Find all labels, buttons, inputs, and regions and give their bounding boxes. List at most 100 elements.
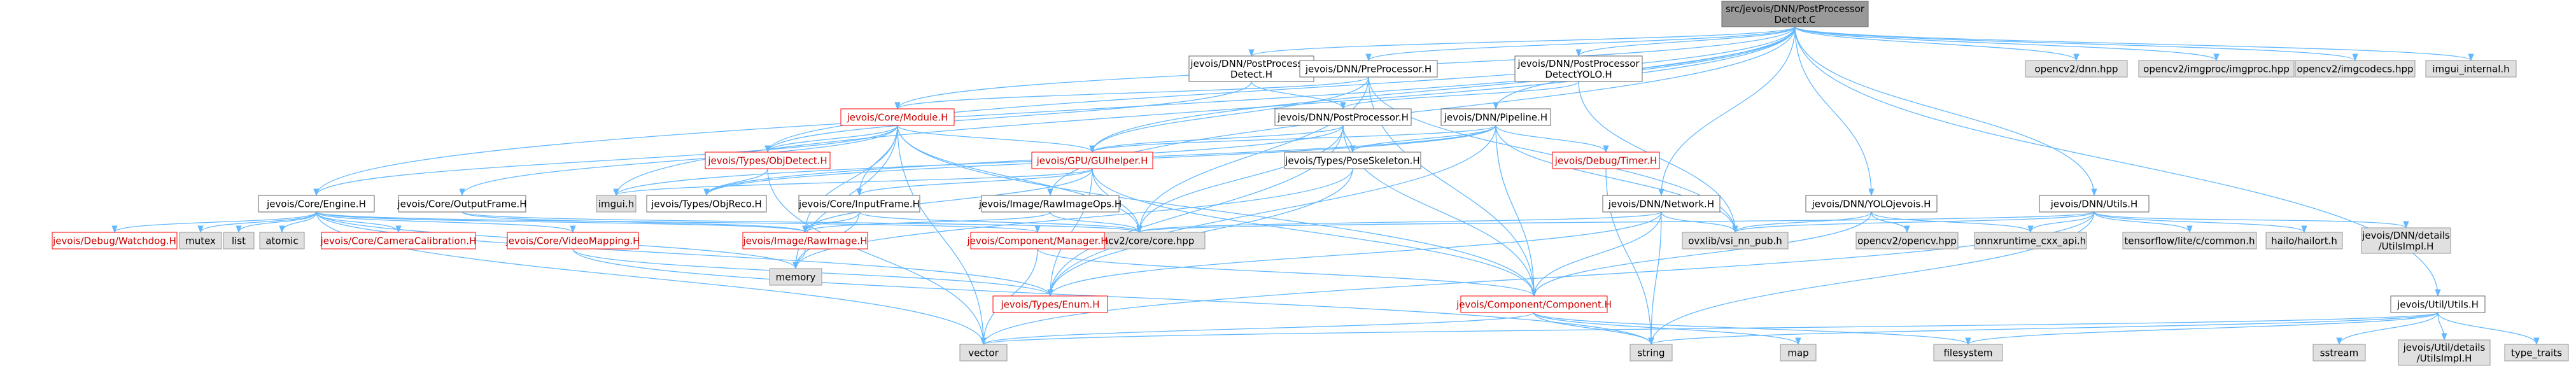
node-label-mutex: mutex [185,236,216,247]
edge-dnnutils-to-onnxapi [2027,211,2095,234]
node-label-preproc: jevois/DNN/PreProcessor.H [1305,64,1432,75]
edge-network-to-component [1531,211,1662,297]
node-utilutils[interactable]: jevois/Util/Utils.H [2390,295,2486,313]
node-label-inframe: jevois/Core/InputFrame.H [798,199,920,210]
node-box-guihelper [1031,151,1153,169]
node-box-watchdog [52,232,178,250]
node-memory: memory [769,268,822,286]
node-label-imgui: imgui.h [598,199,634,210]
node-box-tflite [2122,232,2257,250]
node-label-camcal: jevois/Core/CameraCalibration.H [320,236,477,247]
node-label-typetraits: type_traits [2511,348,2562,360]
node-box-typetraits [2504,344,2569,362]
node-component[interactable]: jevois/Component/Component.H [1456,295,1612,313]
node-box-utilutils [2390,295,2486,313]
edge-objdetect-to-vector [767,168,987,346]
node-label-utilimpl-line1: jevois/Util/details [2403,342,2486,353]
node-poseskel[interactable]: jevois/Types/PoseSkeleton.H [1284,151,1421,169]
edge-yolojevois-to-onnxapi [1871,211,2034,234]
edge-outframe-to-rawimage [461,211,808,234]
node-label-cvimgproc: opencv2/imgproc/imgproc.hpp [2143,64,2290,75]
node-enum[interactable]: jevois/Types/Enum.H [992,295,1108,313]
node-label-timer: jevois/Debug/Timer.H [1554,155,1657,167]
node-objdetect[interactable]: jevois/Types/ObjDetect.H [705,151,831,169]
edge-root-to-ppyolo [1575,26,1796,57]
edge-engine-to-videomap [316,211,576,234]
node-box-network [1602,195,1721,213]
edge-guihelper-to-rawimage [802,168,1093,234]
node-preproc[interactable]: jevois/DNN/PreProcessor.H [1299,60,1438,78]
edge-network-to-ovxlib [1661,211,1738,234]
node-label-ppdetecth-line2: Detect.H [1230,69,1272,80]
node-label-root-line2: Detect.C [1774,14,1815,25]
edge-root-to-network [1658,26,1796,197]
node-label-hailort: hailo/hailort.h [2271,236,2337,247]
node-postproc[interactable]: jevois/DNN/PostProcessor.H [1274,108,1412,126]
edge-dnnutils-to-tflite [2094,211,2193,234]
node-box-memory [769,268,822,286]
edge-pipeline-to-enum [1047,125,1496,297]
edge-root-to-cvimgproc [1794,26,2220,62]
edge-pipeline-to-ovxlib [1495,125,1738,234]
node-box-filesystem [1933,344,2003,362]
edge-rawimage-to-memory [792,248,806,270]
node-inframe[interactable]: jevois/Core/InputFrame.H [798,195,920,213]
node-label-cvdnn: opencv2/dnn.hpp [2034,64,2118,75]
node-label-yolojevois: jevois/DNN/YOLOjevois.H [1812,199,1931,210]
node-network[interactable]: jevois/DNN/Network.H [1602,195,1721,213]
node-map: map [1780,344,1817,362]
node-rawimage[interactable]: jevois/Image/RawImage.H [742,232,868,250]
node-objreco[interactable]: jevois/Types/ObjReco.H [646,195,767,213]
edge-root-to-guihelper [1089,26,1796,153]
node-box-compmgr [970,232,1105,250]
edge-engine-to-vector [316,211,987,346]
node-box-ppyolo [1514,55,1643,82]
edge-engine-to-compmgr [316,211,1041,234]
node-mutex: mutex [179,232,222,250]
node-label-memory: memory [776,272,816,283]
edge-yolojevois-to-ovxlib [1732,211,1872,234]
node-module[interactable]: jevois/Core/Module.H [840,108,955,126]
node-guihelper[interactable]: jevois/GPU/GUIhelper.H [1031,151,1153,169]
node-videomap[interactable]: jevois/Core/VideoMapping.H [505,232,640,250]
edge-preproc-to-module [894,76,1369,110]
node-cvimgproc: opencv2/imgproc/imgproc.hpp [2138,60,2295,78]
node-timer[interactable]: jevois/Debug/Timer.H [1552,151,1660,169]
edge-component-to-vector [980,312,1535,346]
node-box-vector [959,344,1008,362]
node-engine[interactable]: jevois/Core/Engine.H [258,195,375,213]
edge-utilutils-to-utilimpl [2437,312,2447,341]
node-filesystem: filesystem [1933,344,2003,362]
node-dnnutils[interactable]: jevois/DNN/Utils.H [2039,195,2150,213]
node-yolojevois[interactable]: jevois/DNN/YOLOjevois.H [1805,195,1938,213]
edge-videomap-to-string [572,248,1654,346]
node-box-imgui_internal [2425,60,2517,78]
node-camcal[interactable]: jevois/Core/CameraCalibration.H [320,232,477,250]
edge-dnnutils-to-ovxlib [1732,211,2095,234]
node-box-preproc [1299,60,1438,78]
node-pipeline[interactable]: jevois/DNN/Pipeline.H [1440,108,1551,126]
node-box-dnnutils [2039,195,2150,213]
node-label-filesystem: filesystem [1943,348,1992,359]
node-outframe[interactable]: jevois/Core/OutputFrame.H [397,195,527,213]
node-watchdog[interactable]: jevois/Debug/Watchdog.H [52,232,178,250]
edge-utilutils-to-string [1648,312,2439,346]
node-label-sstream: sstream [2320,348,2358,359]
edge-rawimgops-to-rawimage [802,211,1051,234]
node-label-component: jevois/Component/Component.H [1456,299,1612,311]
node-box-utilimpl [2398,339,2491,366]
node-compmgr[interactable]: jevois/Component/Manager.H [966,232,1108,250]
edge-dnnutils-to-vector [980,211,2095,346]
edge-pipeline-to-guihelper [1089,125,1496,153]
node-rawimgops[interactable]: jevois/Image/RawImageOps.H [978,195,1122,213]
node-box-timer [1552,151,1660,169]
edge-root-to-cvdnn [1794,26,2080,62]
node-label-ppyolo-line1: jevois/DNN/PostProcessor [1517,58,1640,69]
edge-root-to-objdetect [764,26,1796,153]
node-typetraits: type_traits [2504,344,2569,362]
edge-yolojevois-to-component [1531,211,1872,297]
edge-outframe-to-cvcore [461,211,1143,234]
node-label-ppyolo-line2: DetectYOLO.H [1545,69,1612,80]
